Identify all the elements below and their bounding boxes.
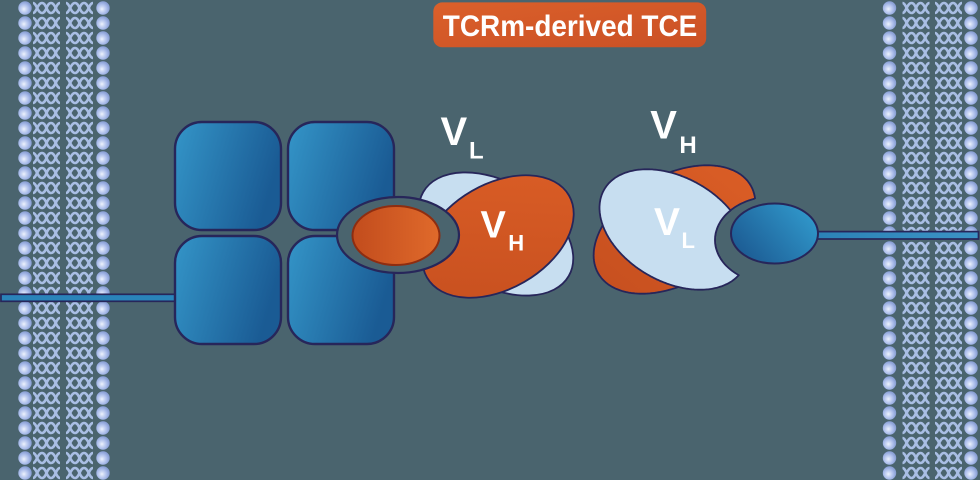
svg-text:V: V [654,201,680,244]
svg-text:V: V [481,204,507,246]
svg-text:H: H [679,132,696,159]
svg-text:H: H [508,230,524,255]
svg-text:V: V [650,104,677,148]
svg-text:L: L [682,228,695,253]
svg-text:V: V [441,110,468,154]
svg-text:L: L [469,138,484,165]
svg-text:TCRm-derived TCE: TCRm-derived TCE [443,10,698,43]
